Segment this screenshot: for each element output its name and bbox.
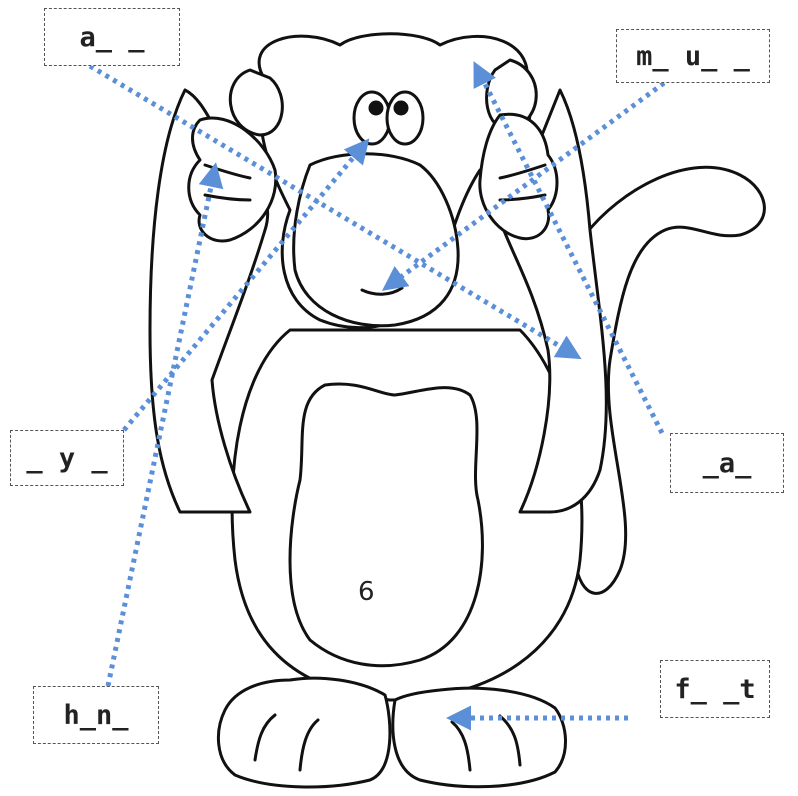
label-mouth: m_ u_ _ bbox=[616, 29, 770, 83]
arrow-eye bbox=[122, 138, 370, 432]
label-eye: _ y _ bbox=[10, 430, 124, 486]
label-hand: h_n_ bbox=[33, 686, 159, 744]
label-arm: a_ _ bbox=[44, 8, 180, 66]
monkey-tail bbox=[573, 165, 766, 595]
monkey-left-foot bbox=[216, 676, 392, 789]
arrow-arm bbox=[88, 63, 582, 360]
monkey-right-foot bbox=[391, 686, 567, 789]
monkey-left-eye bbox=[352, 90, 392, 146]
monkey-right-eye bbox=[385, 90, 425, 146]
label-foot: f_ _t bbox=[660, 660, 770, 718]
monkey-drawing bbox=[148, 32, 766, 789]
arrow-hand bbox=[105, 162, 224, 687]
monkey-face bbox=[292, 152, 460, 328]
monkey-belly bbox=[288, 382, 484, 668]
label-ear: _a_ bbox=[670, 433, 784, 493]
belly-number: 6 bbox=[358, 577, 375, 607]
monkey-left-ear bbox=[228, 68, 284, 137]
monkey-left-hand bbox=[187, 116, 278, 243]
arrows bbox=[88, 61, 666, 731]
monkey-right-hand bbox=[478, 112, 559, 241]
arrow-mouth bbox=[381, 80, 666, 291]
